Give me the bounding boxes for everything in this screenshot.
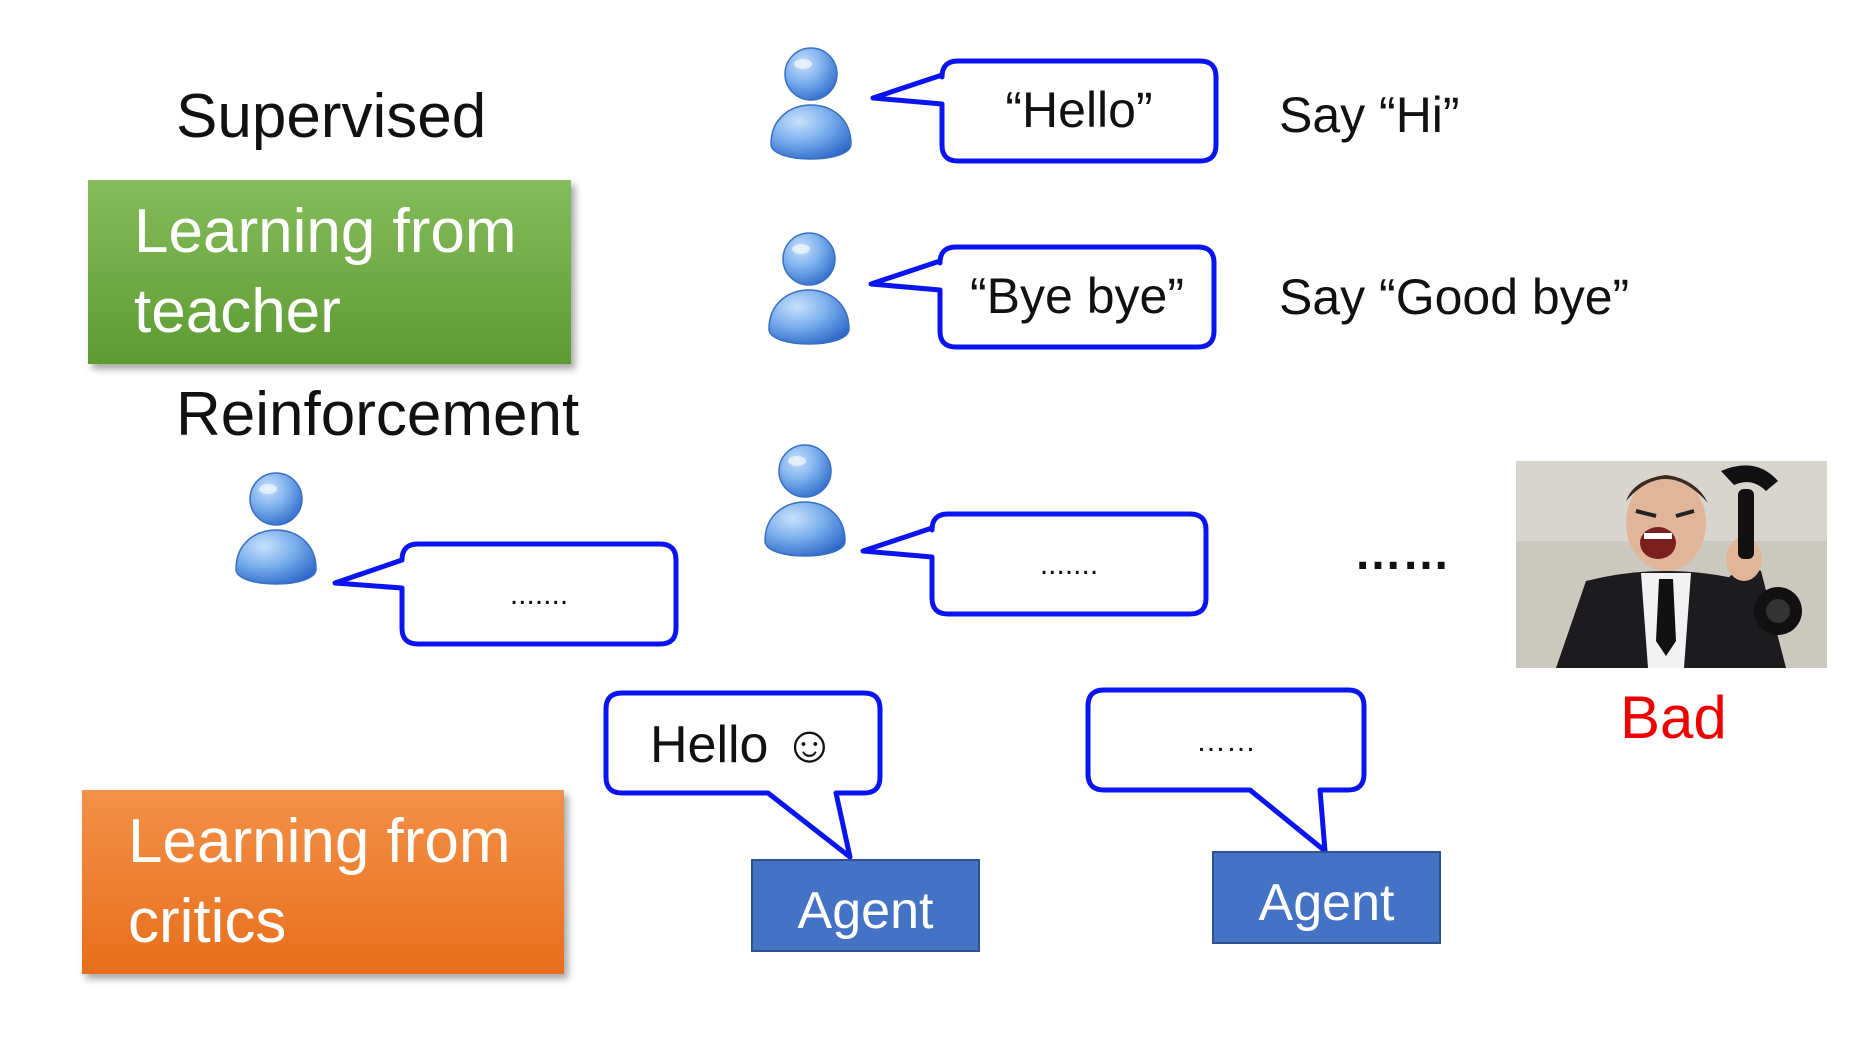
angry-man-phone-photo (1516, 461, 1827, 668)
label-say-good-bye: Say “Good bye” (1279, 269, 1630, 325)
person-icon (235, 472, 317, 585)
learning-from-critics-box: Learning from critics (82, 790, 564, 974)
angry-man-illustration (1516, 461, 1827, 668)
learning-from-teacher-box: Learning from teacher (88, 180, 571, 364)
speech-bubble-bye-bye (868, 244, 1217, 350)
bubble-text-agent-hello: Hello ☺ (649, 716, 837, 774)
label-bad: Bad (1620, 684, 1727, 751)
bubble-text-rl-2: ....... (1039, 548, 1099, 581)
agent-box-1: Agent (751, 859, 980, 952)
speech-bubble-hello (870, 58, 1219, 164)
label-say-hi: Say “Hi” (1279, 87, 1460, 143)
person-icon (768, 232, 850, 345)
speech-bubble-rl-1 (332, 541, 679, 647)
critics-box-line-2: critics (128, 887, 287, 956)
speech-bubble-agent-dots (1085, 687, 1367, 854)
speech-bubble-agent-hello (603, 690, 883, 860)
critics-box-line-1: Learning from (128, 807, 511, 876)
ellipsis-continuation: …… (1354, 527, 1450, 580)
speech-bubble-rl-2 (860, 511, 1209, 617)
agent-box-2: Agent (1212, 851, 1441, 944)
person-icon (764, 444, 846, 557)
label-supervised: Supervised (176, 82, 487, 151)
label-reinforcement: Reinforcement (176, 380, 580, 449)
bubble-text-rl-1: ....... (509, 578, 569, 611)
bubble-text-agent-dots: …… (1196, 725, 1256, 758)
bubble-text-bye-bye: “Bye bye” (970, 268, 1184, 324)
bubble-text-hello: “Hello” (1005, 82, 1153, 138)
teacher-box-line-2: teacher (134, 277, 341, 346)
teacher-box-line-1: Learning from (134, 197, 517, 266)
person-icon (770, 47, 852, 160)
